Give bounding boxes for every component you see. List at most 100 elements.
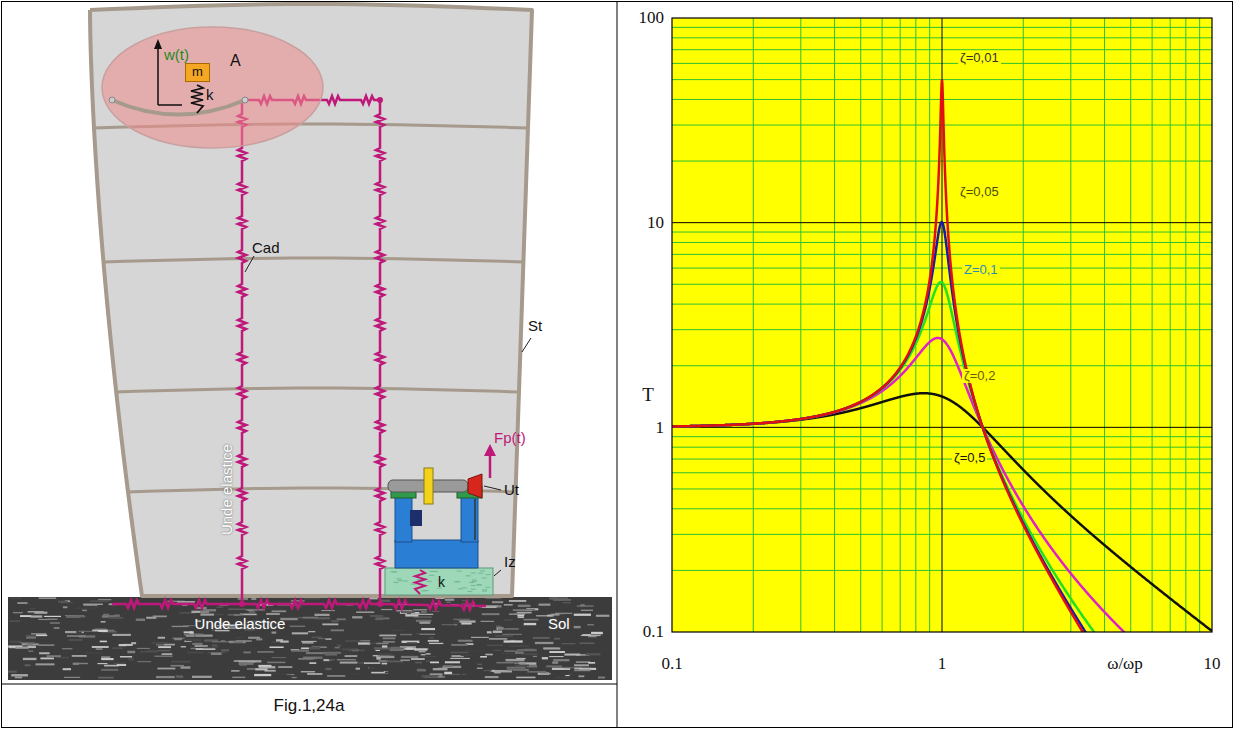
- vibration-region: w(t)Akm: [100, 25, 325, 150]
- mass-box: m: [185, 63, 210, 82]
- ground-streak: [117, 664, 126, 666]
- ground-streak: [437, 625, 455, 626]
- ground-streak: [453, 619, 470, 620]
- axis-tick: 0.1: [661, 654, 682, 674]
- curve-label: ζ=0,2: [962, 369, 997, 384]
- ground-streak: [553, 659, 569, 661]
- ground-streak: [376, 657, 380, 659]
- isolator-texture: [411, 584, 416, 585]
- ground-streak: [495, 635, 513, 636]
- ground-streak: [368, 667, 374, 669]
- ground-streak: [236, 637, 242, 638]
- ground-streak: [136, 619, 145, 621]
- ground-streak: [578, 675, 584, 677]
- ground-streak: [591, 632, 603, 634]
- ground-streak: [196, 648, 216, 650]
- node-label: k: [206, 86, 214, 103]
- grid-line: [1070, 18, 1071, 632]
- ground-streak: [162, 653, 173, 655]
- axis-title: ω/ωp: [1107, 654, 1143, 674]
- ground-streak: [325, 668, 331, 670]
- ground-streak: [232, 677, 245, 678]
- ground-streak: [407, 642, 417, 644]
- ground-streak: [471, 637, 489, 638]
- spring-chain: [238, 100, 246, 604]
- ground-streak: [153, 615, 167, 617]
- ground-streak: [123, 644, 133, 646]
- ground-streak: [426, 660, 430, 662]
- ground-streak: [212, 645, 217, 647]
- ground-streak: [515, 665, 529, 667]
- ground-streak: [580, 604, 584, 606]
- ground-streak: [104, 665, 119, 667]
- ground-streak: [381, 609, 392, 610]
- ground-streak: [461, 655, 473, 656]
- ground-streak: [301, 641, 316, 642]
- isolator-texture: [472, 580, 477, 581]
- ground-streak: [555, 613, 572, 614]
- ground-streak: [181, 646, 186, 647]
- hinge: [109, 97, 115, 103]
- ground-streak: [34, 612, 47, 614]
- leader-line: [522, 338, 531, 352]
- ground-streak: [574, 668, 592, 669]
- isolator-spring: [415, 570, 425, 594]
- ground-streak: [276, 639, 283, 641]
- ground-streak: [15, 677, 22, 679]
- ground-streak: [383, 637, 396, 639]
- ground-streak: [183, 625, 195, 626]
- ground-streak: [158, 637, 165, 639]
- ground-streak: [189, 631, 193, 633]
- ground-streak: [485, 676, 499, 678]
- ground-streak: [327, 675, 345, 677]
- ground-streak: [359, 640, 370, 641]
- ground-streak: [243, 652, 250, 654]
- ground-streak: [221, 649, 229, 651]
- ground-streak: [231, 670, 239, 671]
- spring-symbol: [191, 85, 203, 113]
- ground-streak: [345, 655, 358, 657]
- ground-streak: [324, 652, 341, 654]
- displacement-axis: [157, 47, 159, 105]
- grid-line: [915, 18, 916, 632]
- ground-streak: [48, 619, 58, 620]
- ground-streak: [112, 648, 123, 649]
- ground-streak: [450, 658, 470, 659]
- sensor-rod: [474, 499, 476, 540]
- ground-streak: [428, 640, 439, 642]
- ground-streak: [17, 602, 27, 603]
- ground-streak: [292, 616, 297, 617]
- ground-streak: [509, 645, 529, 646]
- ground-streak: [375, 618, 383, 620]
- isolator-texture: [485, 587, 490, 588]
- spring-chain: [376, 100, 384, 604]
- ground-streak: [26, 636, 36, 638]
- ground-streak: [375, 650, 380, 651]
- ground-streak: [421, 612, 427, 613]
- isolator-texture: [482, 589, 487, 590]
- grid-line: [900, 18, 901, 632]
- ground-streak: [23, 658, 37, 660]
- axis-tick: 0.1: [643, 622, 664, 642]
- machine-frame: [461, 496, 478, 542]
- ground-streak: [444, 672, 452, 674]
- ground-streak: [26, 604, 32, 606]
- transmissibility-curve: [672, 393, 1212, 631]
- ground-streak: [73, 663, 88, 664]
- ground-streak: [342, 648, 358, 650]
- ground-streak: [140, 651, 159, 652]
- wave-label: Unde elastice: [217, 445, 234, 536]
- ground-streak: [586, 653, 601, 655]
- table-rule: [1, 684, 617, 685]
- ground-streak: [301, 671, 315, 672]
- ground-streak: [517, 649, 537, 651]
- ground-streak: [417, 614, 434, 615]
- ground-streak: [158, 650, 170, 651]
- ground-streak: [549, 597, 568, 599]
- ground-streak: [413, 609, 427, 610]
- ground-streak: [308, 631, 315, 632]
- ground-streak: [445, 661, 460, 663]
- curve-label: ζ=0,05: [958, 185, 1001, 200]
- ground-streak: [515, 652, 524, 654]
